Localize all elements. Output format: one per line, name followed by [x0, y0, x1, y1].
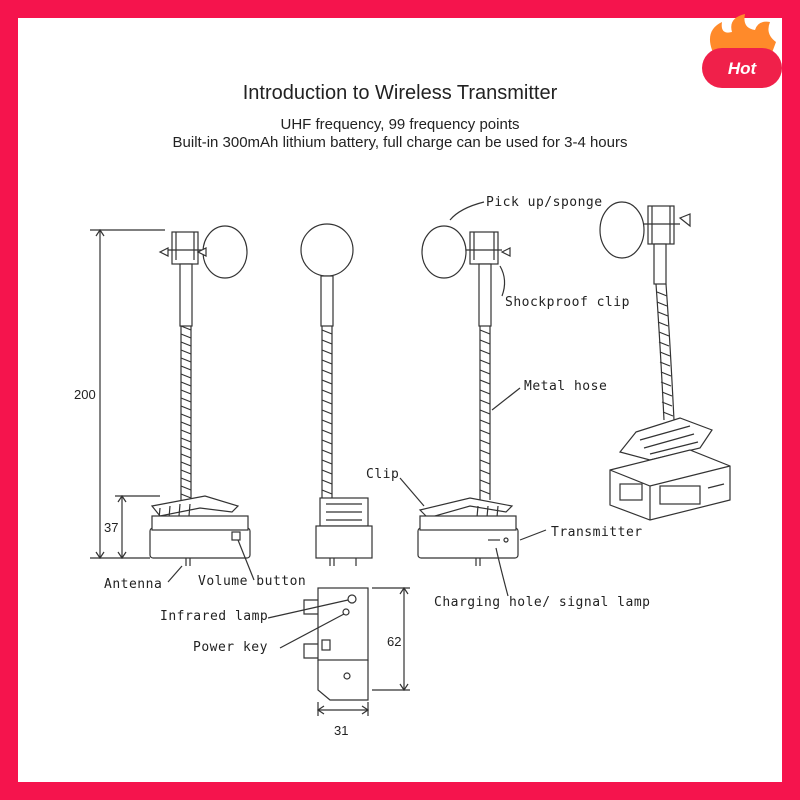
label-volume-button: Volume button: [198, 574, 306, 589]
label-charging-hole: Charging hole/ signal lamp: [434, 595, 651, 610]
mic-side-view-2: [417, 225, 519, 566]
subtitle-battery: Built-in 300mAh lithium battery, full ch…: [172, 134, 628, 151]
label-clip: Clip: [366, 467, 399, 482]
label-transmitter: Transmitter: [551, 525, 643, 540]
flame-icon: [709, 14, 776, 58]
label-shockproof-clip: Shockproof clip: [505, 295, 630, 310]
label-power-key: Power key: [193, 640, 268, 655]
page-title: Introduction to Wireless Transmitter: [242, 82, 558, 104]
subtitle-frequency: UHF frequency, 99 frequency points: [280, 116, 520, 133]
dimension-62: 62: [387, 634, 401, 649]
label-pickup-sponge: Pick up/sponge: [486, 195, 603, 210]
leader-lines: [167, 201, 547, 649]
label-antenna: Antenna: [104, 577, 162, 592]
dimension-31: 31: [334, 723, 348, 738]
dimension-37: 37: [104, 520, 118, 535]
mic-3d-view: [599, 201, 731, 521]
mic-side-view-1: [149, 225, 251, 566]
transmitter-bottom-view: [303, 587, 369, 701]
hot-badge-label: Hot: [728, 59, 758, 78]
label-metal-hose: Metal hose: [524, 379, 607, 394]
dimension-lines: [90, 228, 410, 716]
dimension-200: 200: [74, 387, 96, 402]
hot-badge: Hot: [702, 14, 782, 88]
mic-front-view: [300, 223, 373, 566]
label-infrared-lamp: Infrared lamp: [160, 609, 268, 624]
